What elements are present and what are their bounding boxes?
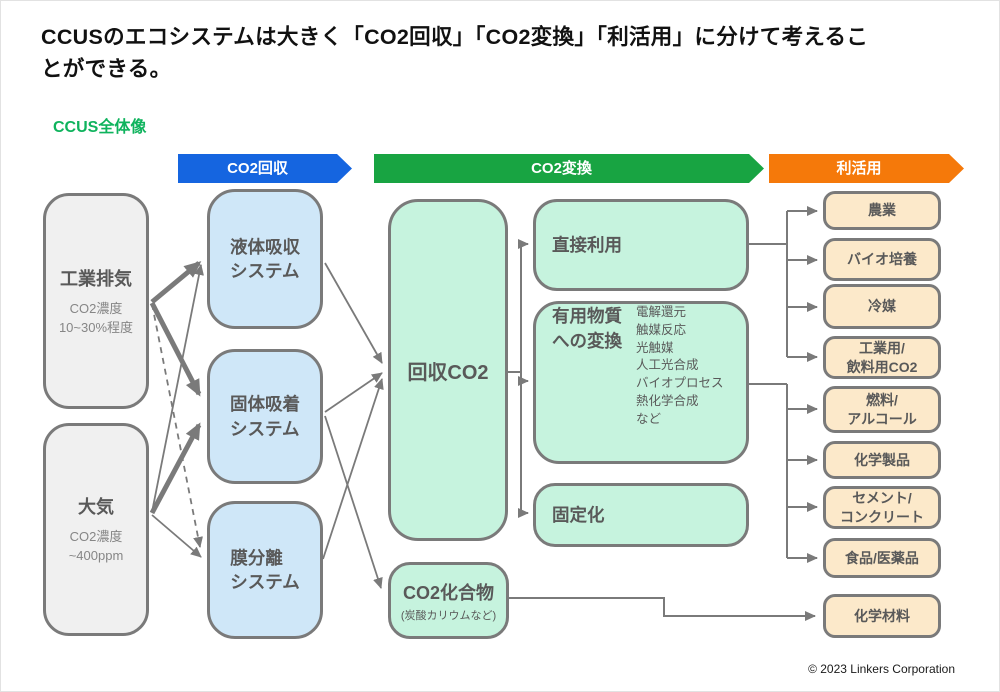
arrows-sources-to-capture (149, 261, 204, 558)
page-title: CCUSのエコシステムは大きく「CO2回収」「CO2変換」「利活用」に分けて考え… (41, 25, 869, 82)
captured-co2-label: 回収CO2 (407, 361, 489, 384)
conversion-label: 固定化 (552, 504, 605, 525)
co2-compound-box: CO2化合物 (炭酸カリウムなど) (388, 562, 509, 639)
banner-utilization: 利活用 (769, 154, 964, 183)
banner-co2-capture: CO2回収 (178, 154, 352, 183)
source-note: CO2濃度 ~400ppm (68, 529, 124, 563)
co2-compound-note: (炭酸カリウムなど) (400, 609, 497, 622)
co2-compound-label: CO2化合物 (402, 582, 494, 603)
conversion-box-useful-substances: 有用物質 への変換 電解還元 触媒反応 光触媒 人工光合成 バイオプロセス 熱化… (533, 301, 749, 464)
copyright: © 2023 Linkers Corporation (808, 662, 955, 676)
section-label: CCUS全体像 (53, 119, 147, 136)
arrows-capture-to-co2 (322, 262, 384, 589)
source-note: CO2濃度 10~30%程度 (58, 300, 134, 335)
arrows-co2-to-conversion (508, 239, 529, 518)
source-box-industrial-exhaust: 工業排気 CO2濃度 10~30%程度 (43, 193, 149, 409)
conversion-box-direct-use: 直接利用 (533, 199, 749, 291)
capture-label: 液体吸収 システム (230, 236, 300, 282)
captured-co2-box: 回収CO2 (388, 199, 508, 541)
conversion-box-fixation: 固定化 (533, 483, 749, 547)
conversion-label: 直接利用 (552, 234, 622, 255)
application-box-bio-cultivation: バイオ培養 (823, 238, 941, 281)
application-box-fuel-alcohol: 燃料/ アルコール (823, 386, 941, 433)
application-box-industrial-beverage-co2: 工業用/ 飲料用CO2 (823, 336, 941, 379)
conversion-methods-list: 電解還元 触媒反応 光触媒 人工光合成 バイオプロセス 熱化学合成 など (636, 305, 724, 426)
arrow-compound-to-chemical-materials (509, 597, 816, 621)
source-label: 工業排気 (60, 268, 132, 289)
application-box-agriculture: 農業 (823, 191, 941, 230)
capture-label: 固体吸着 システム (230, 394, 300, 439)
application-box-refrigerant: 冷媒 (823, 284, 941, 329)
banner-co2-conversion: CO2変換 (374, 154, 764, 183)
capture-box-membrane-separation: 膜分離 システム (207, 501, 323, 639)
capture-box-solid-adsorption: 固体吸着 システム (207, 349, 323, 484)
arrows-direct-use-to-applications (749, 206, 818, 362)
capture-box-liquid-absorption: 液体吸収 システム (207, 189, 323, 329)
arrows-useful-substances-to-applications (749, 383, 818, 563)
application-box-food-pharma: 食品/医薬品 (823, 538, 941, 578)
capture-label: 膜分離 システム (230, 547, 300, 593)
source-label: 大気 (78, 497, 114, 518)
source-box-atmosphere: 大気 CO2濃度 ~400ppm (43, 423, 149, 636)
application-box-cement-concrete: セメント/ コンクリート (823, 486, 941, 529)
application-box-chemical-products: 化学製品 (823, 441, 941, 479)
conversion-label: 有用物質 への変換 (552, 306, 622, 351)
application-box-chemical-materials: 化学材料 (823, 594, 941, 638)
